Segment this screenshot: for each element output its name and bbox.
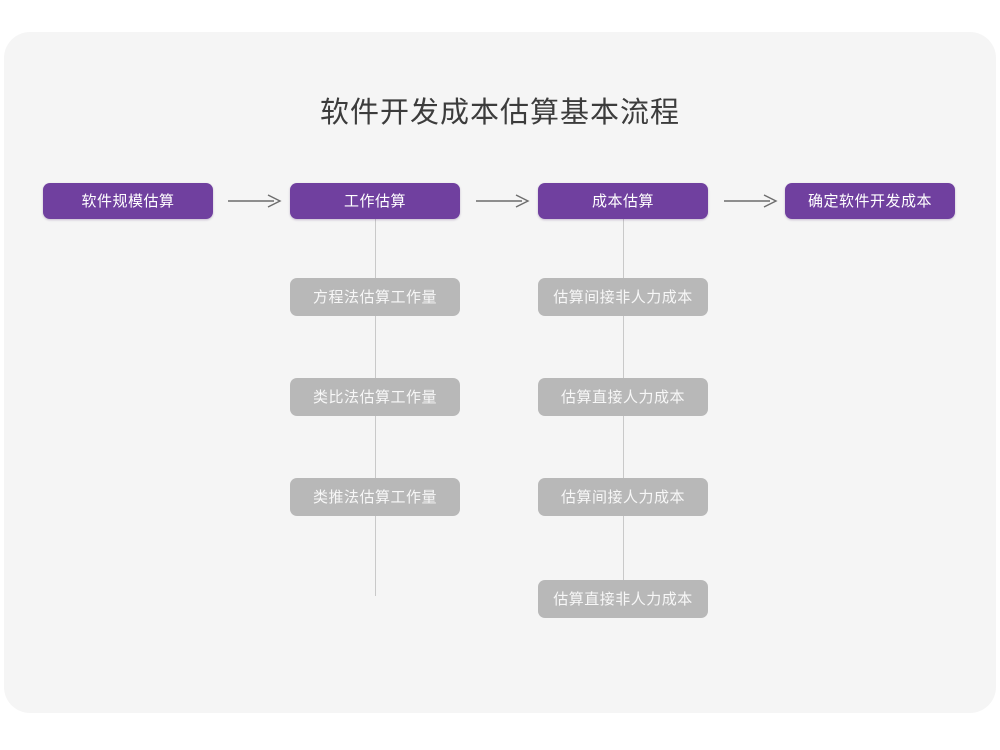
arrow-step2-step3 xyxy=(476,193,530,209)
flow-node-step-3-sub-3[interactable]: 估算间接人力成本 xyxy=(538,478,708,516)
flow-node-step-3[interactable]: 成本估算 xyxy=(538,183,708,219)
flow-node-step-1[interactable]: 软件规模估算 xyxy=(43,183,213,219)
flow-node-step-2-sub-1[interactable]: 方程法估算工作量 xyxy=(290,278,460,316)
flow-node-step-3-sub-4[interactable]: 估算直接非人力成本 xyxy=(538,580,708,618)
page-title: 软件开发成本估算基本流程 xyxy=(319,97,680,129)
flow-node-step-3-sub-1[interactable]: 估算间接非人力成本 xyxy=(538,278,708,316)
flow-node-step-2-sub-3[interactable]: 类推法估算工作量 xyxy=(290,478,460,516)
flow-node-step-2[interactable]: 工作估算 xyxy=(290,183,460,219)
flow-node-step-4[interactable]: 确定软件开发成本 xyxy=(785,183,955,219)
arrow-step3-step4 xyxy=(724,193,778,209)
arrow-step1-step2 xyxy=(228,193,282,209)
flow-node-step-2-sub-2[interactable]: 类比法估算工作量 xyxy=(290,378,460,416)
flow-node-step-3-sub-2[interactable]: 估算直接人力成本 xyxy=(538,378,708,416)
diagram-canvas xyxy=(4,32,996,713)
